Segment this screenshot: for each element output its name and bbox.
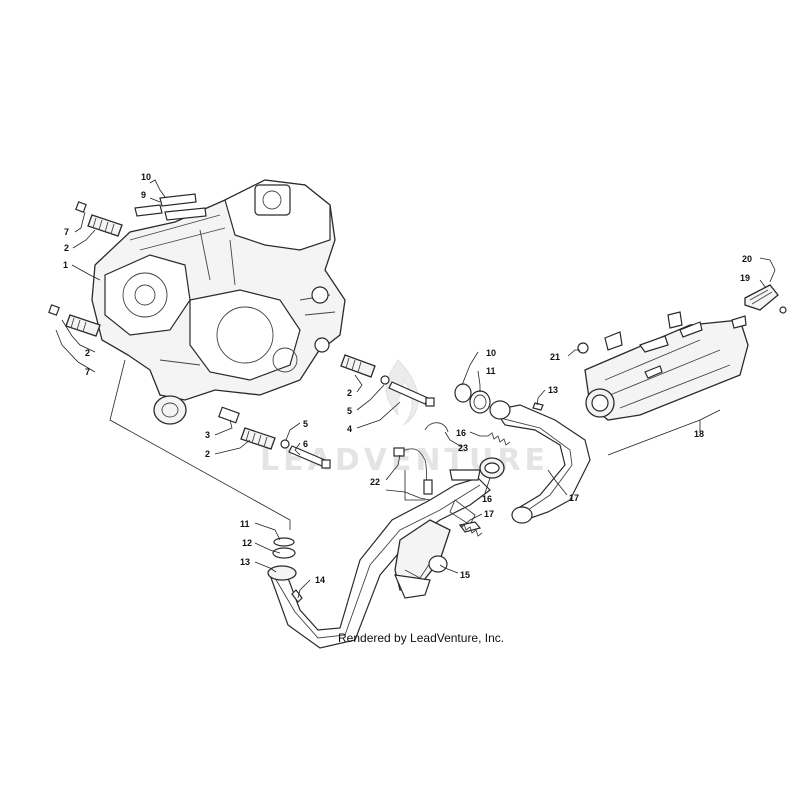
header-pipe bbox=[267, 469, 491, 649]
callout-label: 13 bbox=[548, 385, 558, 395]
o2-sensor bbox=[393, 447, 433, 495]
callout-label: 5 bbox=[303, 419, 308, 429]
callout-label: 10 bbox=[141, 172, 151, 182]
callout-label: 15 bbox=[460, 570, 470, 580]
leader-lines bbox=[55, 179, 776, 599]
callout-label: 17 bbox=[569, 493, 579, 503]
callout-label: 9 bbox=[141, 190, 146, 200]
oil-filter bbox=[153, 395, 187, 425]
callout-label: 3 bbox=[205, 430, 210, 440]
callout-label: 10 bbox=[486, 348, 496, 358]
callout-label: 17 bbox=[484, 509, 494, 519]
callout-label: 14 bbox=[315, 575, 325, 585]
callout-label: 11 bbox=[240, 519, 250, 529]
gaskets-and-clamps bbox=[424, 383, 544, 573]
callout-label: 5 bbox=[347, 406, 352, 416]
render-credit: Rendered by LeadVenture, Inc. bbox=[338, 631, 504, 645]
rear-pipe bbox=[489, 400, 591, 524]
callout-label: 18 bbox=[694, 429, 704, 439]
callout-label: 2 bbox=[347, 388, 352, 398]
callout-label: 2 bbox=[85, 348, 90, 358]
callout-labels: 10 9 7 2 1 2 7 3 2 5 6 2 5 4 10 11 13 16… bbox=[63, 172, 752, 585]
callout-label: 22 bbox=[370, 477, 380, 487]
gasket-plates bbox=[134, 193, 207, 221]
callout-19: 19 bbox=[740, 273, 751, 283]
callout-label: 2 bbox=[64, 243, 69, 253]
muffler bbox=[584, 311, 749, 421]
callout-label: 20 bbox=[742, 254, 752, 264]
callout-label: 12 bbox=[242, 538, 252, 548]
callout-label: 1 bbox=[63, 260, 68, 270]
callout-label: 11 bbox=[486, 366, 496, 376]
callout-label: 2 bbox=[205, 449, 210, 459]
watermark-flame-icon bbox=[385, 359, 419, 426]
callout-label: 21 bbox=[550, 352, 560, 362]
callout-label: 16 bbox=[482, 494, 492, 504]
callout-label: 7 bbox=[85, 367, 90, 377]
callout-label: 13 bbox=[240, 557, 250, 567]
center-studs bbox=[218, 354, 435, 469]
engine-assembly bbox=[91, 179, 346, 425]
callout-label: 23 bbox=[458, 443, 468, 453]
callout-label: 7 bbox=[64, 227, 69, 237]
left-mount-bolts bbox=[48, 201, 123, 337]
callout-label: 6 bbox=[303, 439, 308, 449]
callout-label: 16 bbox=[456, 428, 466, 438]
callout-label: 4 bbox=[347, 424, 352, 434]
